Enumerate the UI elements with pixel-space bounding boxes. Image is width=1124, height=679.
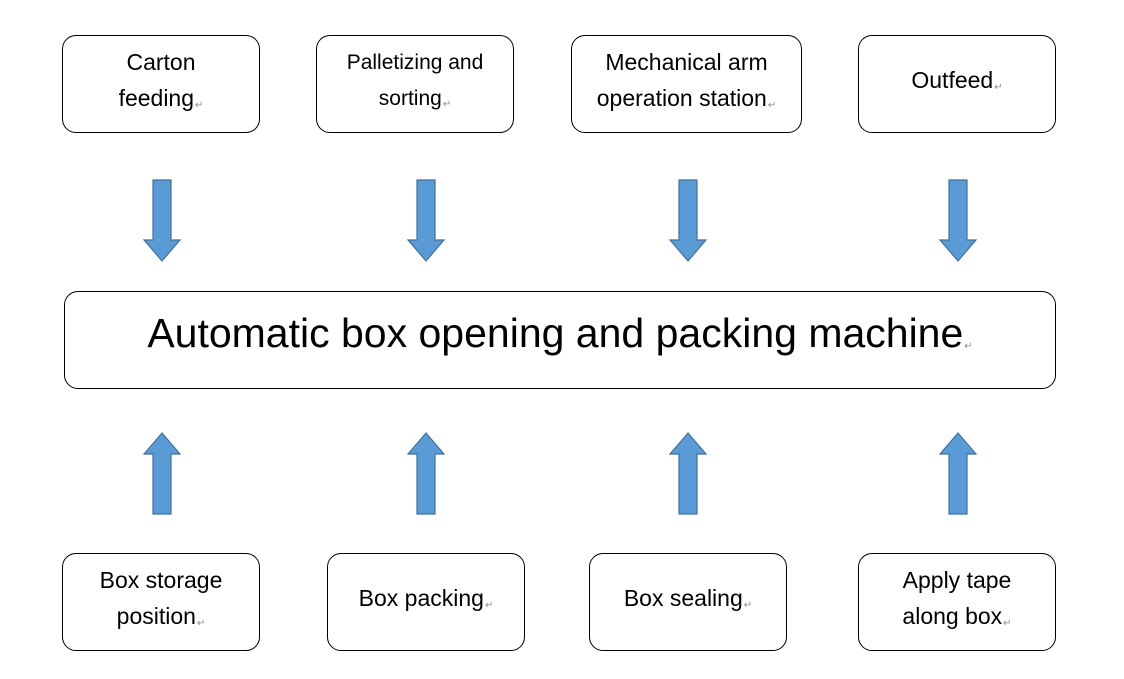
process-box-box-packing: Box packing↵ (327, 553, 525, 651)
return-mark-icon: ↵ (484, 600, 494, 611)
return-mark-icon: ↵ (1003, 618, 1012, 629)
arrow-up-icon (668, 431, 708, 515)
return-mark-icon: ↵ (196, 618, 206, 629)
return-mark-icon: ↵ (964, 341, 973, 352)
arrow-down-icon (668, 179, 708, 263)
return-mark-icon: ↵ (743, 600, 753, 611)
arrow-down-icon (406, 179, 446, 263)
main-machine-label: Automatic box opening and packing machin… (147, 310, 973, 356)
return-mark-icon: ↵ (994, 82, 1003, 93)
process-box-apply-tape: Apply tape along box↵ (858, 553, 1056, 651)
process-label: Outfeed↵ (911, 67, 1003, 93)
return-mark-icon: ↵ (195, 100, 204, 111)
return-mark-icon: ↵ (767, 100, 777, 111)
arrow-up-icon (406, 431, 446, 515)
process-label: Palletizing and sorting↵ (346, 51, 484, 110)
process-label: Mechanical arm operation station↵ (596, 49, 777, 111)
process-box-box-storage: Box storage position↵ (62, 553, 260, 651)
process-box-box-sealing: Box sealing↵ (589, 553, 787, 651)
return-mark-icon: ↵ (442, 99, 452, 110)
process-label: Apply tape along box↵ (902, 567, 1012, 629)
process-label: Box sealing↵ (623, 585, 753, 611)
process-label: Box packing↵ (358, 585, 494, 611)
arrow-down-icon (142, 179, 182, 263)
process-box-palletizing-sorting: Palletizing and sorting↵ (316, 35, 514, 133)
arrow-up-icon (142, 431, 182, 515)
process-label: Carton feeding↵ (118, 49, 204, 111)
process-box-outfeed: Outfeed↵ (858, 35, 1056, 133)
process-box-carton-feeding: Carton feeding↵ (62, 35, 260, 133)
process-label: Box storage position↵ (99, 567, 223, 629)
arrow-up-icon (938, 431, 978, 515)
arrow-down-icon (938, 179, 978, 263)
main-machine-box: Automatic box opening and packing machin… (64, 291, 1056, 389)
process-box-mechanical-arm: Mechanical arm operation station↵ (571, 35, 802, 133)
